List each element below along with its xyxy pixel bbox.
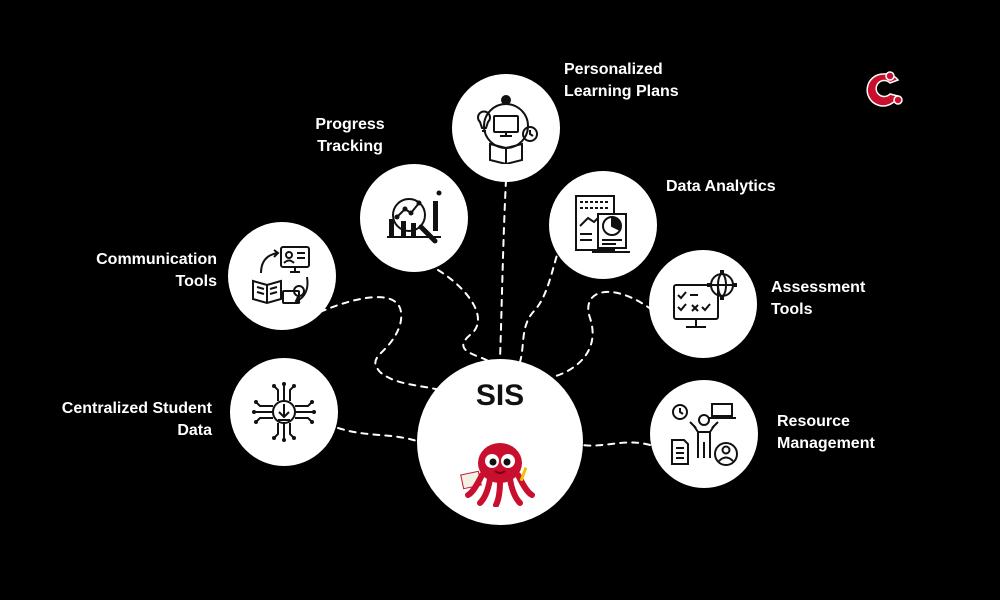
octopus-mascot-icon bbox=[460, 443, 535, 507]
label-line: Tracking bbox=[317, 138, 383, 155]
report-pie-chart-icon bbox=[575, 195, 630, 253]
label-line: Centralized Student bbox=[61, 400, 212, 417]
label-data-analytics: Data Analytics bbox=[666, 176, 776, 198]
node-resource-management bbox=[650, 380, 758, 488]
chart-magnifier-icon bbox=[387, 190, 442, 244]
node-assessment-tools bbox=[649, 250, 757, 358]
brand-c-logo-icon bbox=[866, 71, 903, 107]
person-documents-laptop-icon bbox=[671, 403, 738, 466]
node-centralized-student-data bbox=[230, 358, 338, 466]
label-line: Personalized bbox=[564, 61, 663, 78]
node-progress-tracking bbox=[360, 164, 468, 272]
label-line: Resource bbox=[777, 413, 850, 430]
connector-communication-tools bbox=[319, 296, 441, 391]
connector-personalized-learning-plans bbox=[499, 179, 507, 361]
label-line: Tools bbox=[175, 273, 217, 290]
node-data-analytics bbox=[549, 171, 657, 279]
connector-assessment-tools bbox=[555, 290, 653, 377]
label-line: Assessment bbox=[771, 279, 866, 296]
label-personalized-learning-plans: Personalized Learning Plans bbox=[564, 59, 679, 103]
label-assessment-tools: Assessment Tools bbox=[771, 277, 865, 321]
label-line: Tools bbox=[771, 301, 813, 318]
label-resource-management: Resource Management bbox=[777, 411, 875, 455]
label-line: Learning Plans bbox=[564, 83, 679, 100]
monitor-checklist-globe-icon bbox=[673, 270, 737, 328]
label-line: Management bbox=[777, 435, 875, 452]
connector-centralized-student-data bbox=[337, 427, 421, 443]
label-communication-tools: Communication Tools bbox=[96, 249, 217, 293]
label-line: Data bbox=[177, 422, 212, 439]
connector-progress-tracking bbox=[437, 269, 491, 363]
circuit-chip-icon bbox=[252, 382, 316, 442]
label-line: Communication bbox=[96, 251, 217, 268]
label-progress-tracking: Progress Tracking bbox=[300, 114, 400, 158]
node-communication-tools bbox=[228, 222, 336, 330]
label-centralized-student-data: Centralized Student Data bbox=[62, 398, 212, 442]
connector-resource-management bbox=[581, 441, 651, 447]
hub-title: SIS bbox=[475, 379, 525, 412]
learner-monitor-book-icon bbox=[477, 95, 538, 164]
node-personalized-learning-plans bbox=[452, 74, 560, 182]
connector-data-analytics bbox=[519, 244, 561, 363]
book-computer-exchange-icon bbox=[252, 246, 310, 305]
label-line: Progress bbox=[315, 116, 385, 133]
label-line: Data Analytics bbox=[666, 178, 776, 195]
sis-hub-node: SIS bbox=[417, 359, 583, 525]
